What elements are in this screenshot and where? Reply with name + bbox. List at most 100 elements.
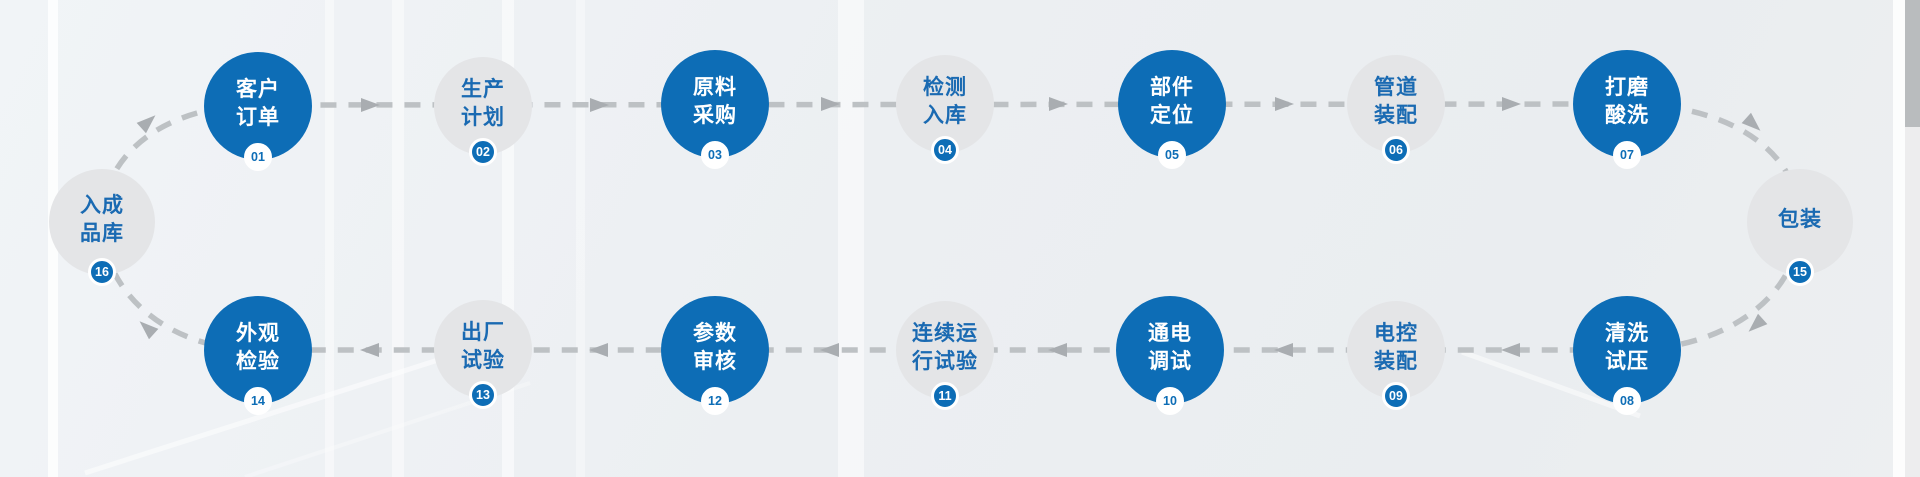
step-label-line: 参数 [693, 321, 737, 345]
step-label: 原料采购 [693, 74, 737, 134]
step-number-badge: 13 [469, 381, 497, 409]
step-label-line: 品库 [80, 221, 124, 245]
process-step-16: 入成品库 16 [49, 169, 155, 286]
step-label-line: 定位 [1150, 103, 1194, 127]
step-label-line: 通电 [1148, 321, 1192, 345]
step-label-line: 包装 [1778, 207, 1822, 231]
step-label-line: 试压 [1605, 349, 1649, 373]
process-step-08: 清洗试压 08 [1573, 296, 1681, 415]
step-label-line: 调试 [1148, 349, 1192, 373]
step-label-line: 生产 [461, 77, 505, 101]
step-label: 检测入库 [923, 74, 967, 134]
background-line [1461, 349, 1641, 419]
process-step-12: 参数审核 12 [661, 296, 769, 415]
step-label: 部件定位 [1150, 74, 1194, 134]
step-label: 入成品库 [80, 192, 124, 252]
step-label: 参数审核 [693, 320, 737, 380]
process-step-03: 原料采购 03 [661, 50, 769, 169]
step-number-badge: 07 [1613, 141, 1641, 169]
flow-arrowhead [821, 97, 840, 111]
step-label-line: 采购 [693, 103, 737, 127]
step-label: 出厂试验 [461, 319, 505, 379]
step-number-badge: 06 [1382, 136, 1410, 164]
flow-arrowhead [1275, 97, 1294, 111]
flow-dashed-loop [99, 101, 1803, 353]
step-label: 连续运行试验 [912, 320, 978, 380]
flow-arrowhead [1502, 97, 1521, 111]
flow-arrowhead [1048, 343, 1067, 357]
step-label-line: 审核 [693, 349, 737, 373]
step-label-line: 外观 [236, 321, 280, 345]
step-number-badge: 15 [1786, 258, 1814, 286]
step-number-badge: 09 [1382, 382, 1410, 410]
step-label-line: 入库 [923, 103, 967, 127]
step-label-line: 部件 [1150, 75, 1194, 99]
step-number-badge: 12 [701, 387, 729, 415]
process-step-05: 部件定位 05 [1118, 50, 1226, 169]
step-label: 客户订单 [236, 76, 280, 136]
step-label-line: 装配 [1374, 349, 1418, 373]
step-label-line: 酸洗 [1605, 103, 1649, 127]
flow-arrowhead [1501, 343, 1520, 357]
step-label-line: 出厂 [461, 320, 505, 344]
step-number-badge: 11 [931, 382, 959, 410]
flow-arrowhead [360, 343, 379, 357]
flow-arrowhead [1748, 313, 1768, 332]
flow-arrowhead [1274, 343, 1293, 357]
step-label: 打磨酸洗 [1605, 74, 1649, 134]
step-label: 包装 [1778, 206, 1822, 239]
step-number-badge: 08 [1613, 387, 1641, 415]
step-number-badge: 05 [1158, 141, 1186, 169]
step-label-line: 行试验 [912, 349, 978, 373]
step-number-badge: 01 [244, 143, 272, 171]
process-step-10: 通电调试 10 [1116, 296, 1224, 415]
flow-arrowhead [589, 343, 608, 357]
flow-arrowhead [590, 98, 609, 112]
step-number-badge: 14 [244, 387, 272, 415]
background-edge-bar [1905, 0, 1920, 127]
flow-arrowhead [820, 343, 839, 357]
process-step-14: 外观检验 14 [204, 296, 312, 415]
flow-arrowhead [361, 98, 380, 112]
step-number-badge: 03 [701, 141, 729, 169]
background-edge-bar [1905, 127, 1920, 477]
step-label-line: 入成 [80, 193, 124, 217]
step-label: 管道装配 [1374, 74, 1418, 134]
process-step-01: 客户订单 01 [204, 52, 312, 171]
step-label: 生产计划 [461, 76, 505, 136]
step-label-line: 清洗 [1605, 321, 1649, 345]
step-label-line: 客户 [236, 77, 280, 101]
step-label: 清洗试压 [1605, 320, 1649, 380]
step-label-line: 打磨 [1605, 75, 1649, 99]
process-step-07: 打磨酸洗 07 [1573, 50, 1681, 169]
flow-arrowhead [1741, 112, 1761, 131]
step-number-badge: 10 [1156, 387, 1184, 415]
step-label-line: 装配 [1374, 103, 1418, 127]
step-label-line: 连续运 [912, 321, 978, 345]
background-line [84, 357, 439, 476]
step-label-line: 计划 [461, 105, 505, 129]
step-label-line: 电控 [1374, 321, 1418, 345]
flow-arrowhead [139, 321, 159, 340]
step-number-badge: 04 [931, 136, 959, 164]
flow-arrowhead [1049, 97, 1068, 111]
step-label-line: 订单 [236, 105, 280, 129]
step-number-badge: 16 [88, 258, 116, 286]
step-label: 电控装配 [1374, 320, 1418, 380]
flow-arrowhead [136, 115, 156, 134]
step-label-line: 检验 [236, 349, 280, 373]
step-label: 通电调试 [1148, 320, 1192, 380]
process-step-15: 包装 15 [1747, 169, 1853, 286]
step-label-line: 试验 [461, 348, 505, 372]
step-label-line: 原料 [693, 75, 737, 99]
step-label-line: 检测 [923, 75, 967, 99]
